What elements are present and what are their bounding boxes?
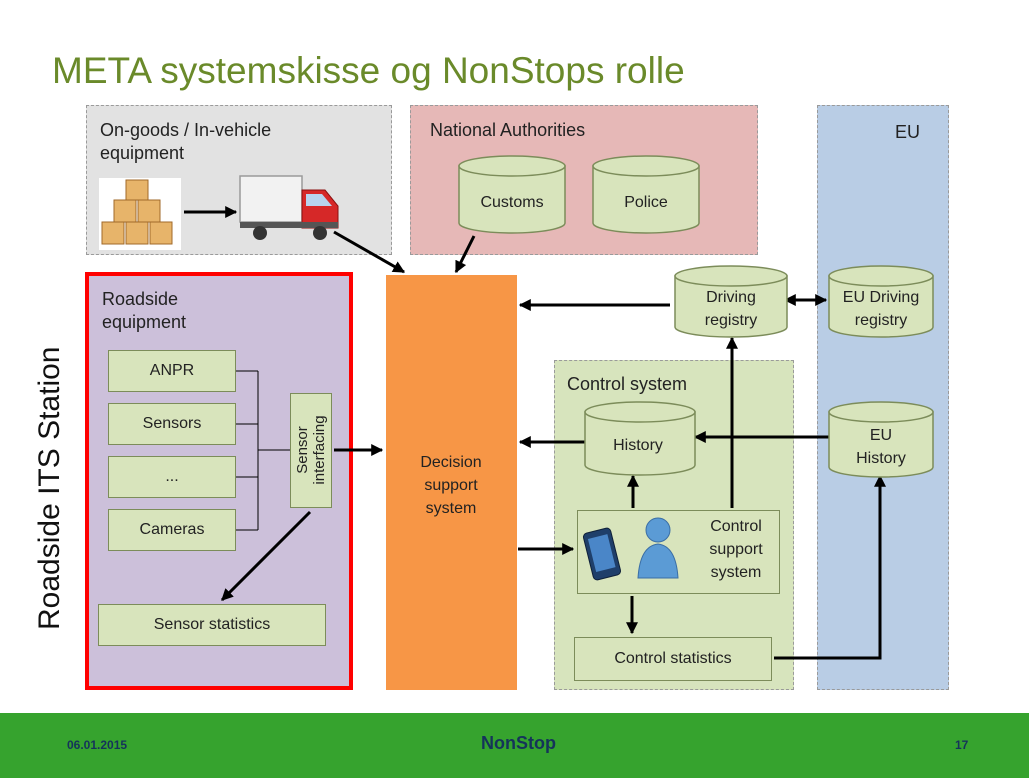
police-label: Police [624, 194, 668, 211]
truck-icon [239, 175, 339, 240]
cartons-icon [99, 178, 181, 250]
eu-region-title: EU [895, 122, 921, 142]
history-cylinder [584, 401, 696, 476]
decision-support-label-2: support [424, 477, 478, 494]
sensors-box: Sensors [108, 403, 236, 445]
eu-history-label-2: History [856, 450, 906, 467]
customs-label: Customs [480, 194, 543, 211]
national-authorities-title: National Authorities [430, 120, 586, 140]
footer-date: 06.01.2015 [67, 738, 128, 752]
eu-driving-registry-label-2: registry [855, 312, 907, 329]
footer-bar [0, 713, 1029, 778]
page-title: META systemskisse og NonStops rolle [52, 50, 685, 91]
sensor-interfacing-box [290, 393, 332, 508]
control-support-system-box [577, 510, 780, 594]
history-label: History [613, 437, 663, 454]
ellipsis-box: ... [108, 456, 236, 498]
cameras-box: Cameras [108, 509, 236, 551]
on-goods-region-title: On-goods / In-vehicle equipment [100, 120, 272, 163]
control-support-label-3: system [711, 564, 762, 581]
driving-registry-label-1: Driving [706, 289, 756, 306]
eu-region [817, 105, 949, 690]
person-icon [637, 517, 679, 579]
eu-history-cylinder [828, 401, 934, 478]
anpr-box: ANPR [108, 350, 236, 392]
eu-driving-registry-label-1: EU Driving [843, 289, 919, 306]
eu-history-label-1: EU [870, 427, 892, 444]
driving-registry-label-2: registry [705, 312, 757, 329]
footer-project: NonStop [481, 733, 556, 753]
control-system-title: Control system [567, 374, 688, 394]
customs-cylinder [458, 155, 566, 234]
control-statistics-box: Control statistics [574, 637, 772, 681]
sensor-interfacing-label-2: interfacing [311, 415, 328, 484]
control-support-label-2: support [709, 541, 763, 558]
sensor-interfacing-label-1: Sensor [294, 426, 311, 474]
driving-registry-cylinder [674, 265, 788, 338]
smartphone-icon [582, 527, 622, 581]
police-cylinder [592, 155, 700, 234]
decision-support-label-1: Decision [420, 454, 481, 471]
sensor-statistics-box: Sensor statistics [98, 604, 326, 646]
eu-driving-registry-cylinder [828, 265, 934, 338]
roadside-equipment-title: Roadside equipment [102, 289, 187, 332]
decision-support-label-3: system [426, 500, 477, 517]
decision-support-box [386, 275, 517, 690]
footer-page-number: 17 [955, 738, 969, 752]
control-support-label-1: Control [710, 518, 762, 535]
